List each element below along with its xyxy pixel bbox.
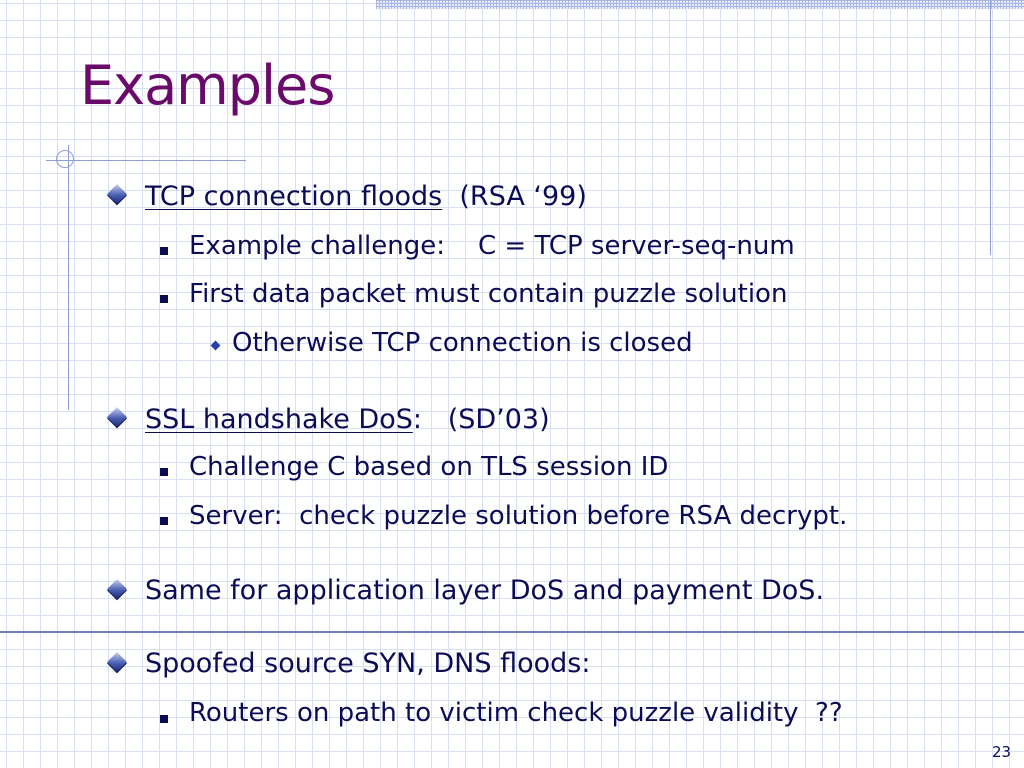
- ssl-sub-server: Server: check puzzle solution before RSA…: [189, 501, 848, 531]
- rule-intersection-circle: [56, 150, 74, 168]
- tcp-sub-first-packet: First data packet must contain puzzle so…: [189, 279, 788, 309]
- tcp-sub-closed: Otherwise TCP connection is closed: [232, 328, 693, 358]
- tcp-citation: (RSA ‘99): [442, 181, 587, 212]
- title-underline-rule: [46, 160, 246, 161]
- syn-sub-routers: Routers on path to victim check puzzle v…: [189, 698, 843, 728]
- diamond-bullet-icon: [107, 579, 127, 599]
- bullet-app-layer: Same for application layer DoS and payme…: [145, 575, 825, 606]
- left-vertical-rule: [68, 145, 69, 410]
- bullet-tcp: TCP connection floods (RSA ‘99): [145, 181, 587, 212]
- bottom-horizontal-rule: [0, 631, 1024, 633]
- tcp-sub-challenge: Example challenge: C = TCP server-seq-nu…: [189, 231, 795, 261]
- square-bullet-icon: [160, 468, 168, 476]
- header-pattern-band: [376, 0, 1024, 9]
- ssl-sub-challenge: Challenge C based on TLS session ID: [189, 452, 669, 482]
- diamond-bullet-icon: [107, 184, 127, 204]
- page-number: 23: [992, 743, 1012, 761]
- bullet-ssl: SSL handshake DoS: (SD’03): [145, 404, 550, 435]
- tcp-floods-link[interactable]: TCP connection floods: [145, 181, 443, 212]
- right-vertical-rule: [990, 0, 991, 255]
- square-bullet-icon: [160, 295, 168, 303]
- small-diamond-bullet-icon: [210, 340, 221, 351]
- diamond-bullet-icon: [107, 407, 127, 427]
- diamond-bullet-icon: [107, 652, 127, 672]
- square-bullet-icon: [160, 247, 168, 255]
- ssl-citation: : (SD’03): [412, 404, 550, 435]
- bullet-syn: Spoofed source SYN, DNS floods:: [145, 648, 591, 679]
- slide-title: Examples: [80, 54, 335, 117]
- square-bullet-icon: [160, 517, 168, 525]
- ssl-dos-link[interactable]: SSL handshake DoS: [145, 404, 413, 435]
- square-bullet-icon: [160, 715, 168, 723]
